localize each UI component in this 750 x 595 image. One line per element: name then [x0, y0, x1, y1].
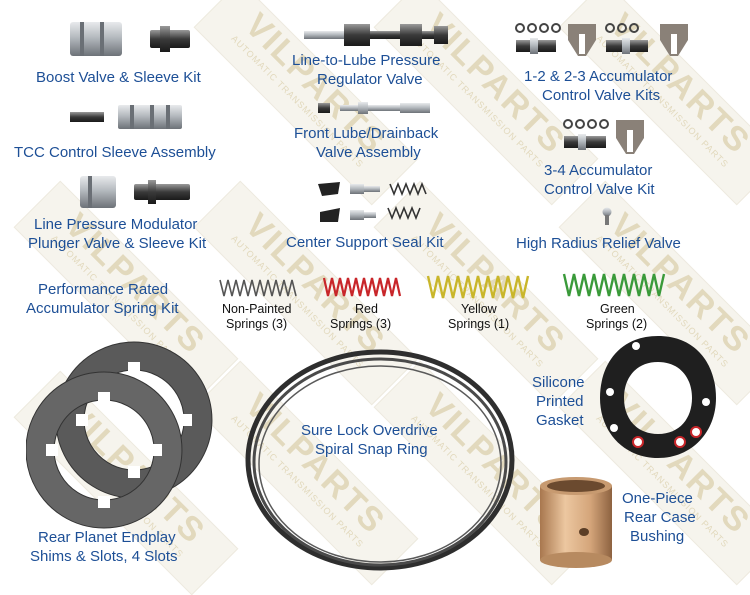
bushing-label-1: One-Piece [622, 490, 693, 507]
accumulator-34-image [560, 116, 650, 158]
relief-valve-image [600, 207, 614, 227]
gasket-label-1: Silicone [532, 374, 585, 391]
line-pressure-label-2: Plunger Valve & Sleeve Kit [28, 235, 207, 252]
line-to-lube-label-1: Line-to-Lube Pressure [292, 52, 441, 69]
front-lube-label-2: Valve Assembly [316, 144, 421, 161]
snap-ring-image [240, 340, 520, 580]
bushing-label-2: Rear Case [624, 509, 696, 526]
line-pressure-modulator-image [76, 174, 196, 210]
spring-red-label-1: Red [355, 302, 378, 316]
snap-ring-label-2: Spiral Snap Ring [315, 441, 428, 458]
spring-red-label-2: Springs (3) [330, 317, 392, 331]
line-pressure-label-1: Line Pressure Modulator [34, 216, 198, 233]
tcc-label: TCC Control Sleeve Assembly [14, 144, 216, 161]
performance-kit-label-2: Accumulator Spring Kit [26, 300, 179, 317]
center-support-seal-image [316, 178, 436, 228]
line-to-lube-label-2: Regulator Valve [317, 71, 423, 88]
front-lube-valve-image [318, 100, 438, 116]
accumulator-12-23-label-1: 1-2 & 2-3 Accumulator [524, 68, 673, 85]
bushing-image [534, 474, 618, 570]
accumulator-34-label-2: Control Valve Kit [544, 181, 655, 198]
accumulator-34-label-1: 3-4 Accumulator [544, 162, 653, 179]
performance-kit-label-1: Performance Rated [38, 281, 169, 298]
gasket-label-2: Printed [536, 393, 584, 410]
snap-ring-label-1: Sure Lock Overdrive [301, 422, 438, 439]
spring-green-image [562, 272, 672, 298]
spring-non-painted-image [218, 278, 302, 298]
boost-valve-sleeve-image [66, 18, 196, 60]
rear-planet-shims-image [26, 340, 216, 530]
accumulator-12-23-label-2: Control Valve Kits [542, 87, 661, 104]
spring-yellow-image [426, 274, 536, 300]
spring-green-label-2: Springs (2) [586, 317, 648, 331]
center-support-label: Center Support Seal Kit [286, 234, 444, 251]
accumulator-12-23-image [512, 20, 694, 60]
relief-valve-label: High Radius Relief Valve [516, 235, 681, 252]
gasket-label-3: Gasket [536, 412, 584, 429]
spring-yellow-label-2: Springs (1) [448, 317, 510, 331]
spring-red-image [322, 276, 406, 298]
boost-valve-label: Boost Valve & Sleeve Kit [36, 69, 201, 86]
rear-planet-label-1: Rear Planet Endplay [38, 529, 176, 546]
gasket-image [596, 332, 720, 462]
spring-green-label-1: Green [600, 302, 635, 316]
spring-yellow-label-1: Yellow [461, 302, 497, 316]
rear-planet-label-2: Shims & Slots, 4 Slots [30, 548, 178, 565]
bushing-label-3: Bushing [630, 528, 685, 545]
line-to-lube-valve-image [304, 20, 454, 50]
spring-non-painted-label-2: Springs (3) [226, 317, 288, 331]
spring-non-painted-label-1: Non-Painted [222, 302, 292, 316]
tcc-sleeve-image [70, 102, 190, 132]
front-lube-label-1: Front Lube/Drainback [294, 125, 439, 142]
